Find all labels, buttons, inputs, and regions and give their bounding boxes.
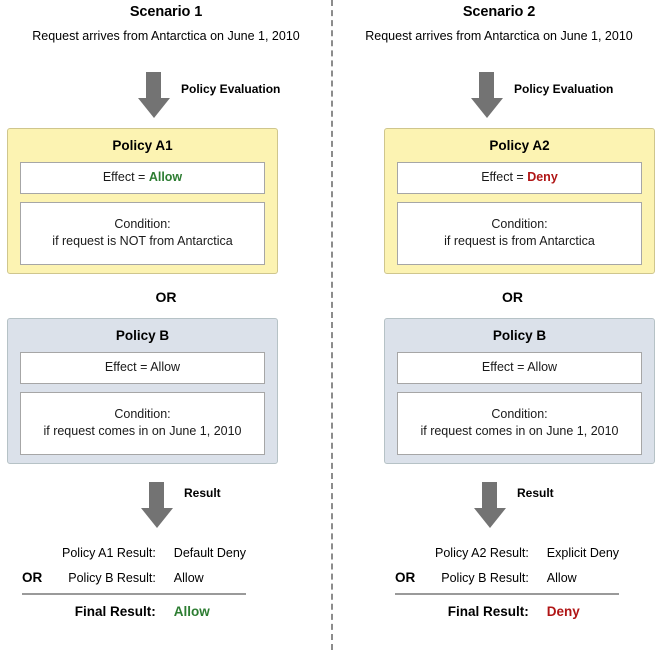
scenario-1-policy-b-title: Policy B [115, 328, 170, 343]
condition-title: Condition: [491, 217, 548, 231]
result-or-label: OR [395, 570, 416, 585]
final-result-value: Allow [173, 604, 210, 619]
scenario-2-result-table: Policy A2 Result: Explicit Deny OR Polic… [395, 540, 620, 619]
scenario-1-result-table: Policy A1 Result: Default Deny OR Policy… [22, 540, 247, 619]
effect-value: Allow [527, 360, 558, 374]
result-row-value: Default Deny [173, 545, 247, 560]
down-arrow-icon [131, 72, 177, 118]
effect-prefix: Effect = [481, 170, 528, 184]
scenario-2-or-separator: OR [502, 289, 523, 305]
condition-title: Condition: [491, 407, 548, 421]
effect-prefix: Effect = [104, 360, 151, 374]
scenario-1-result-arrow-label: Result [184, 486, 221, 500]
effect-value: Allow [148, 170, 183, 184]
condition-text: if request is NOT from Antarctica [52, 234, 233, 248]
scenario-2-subtitle: Request arrives from Antarctica on June … [365, 29, 633, 43]
scenario-1-result-arrow-block: Result [0, 482, 332, 530]
scenario-1-evaluation-arrow-block: Policy Evaluation [0, 72, 332, 120]
scenario-2-policy-a-box: Policy A2 Effect = Deny Condition: if re… [384, 128, 655, 274]
scenario-2-policy-b-effect: Effect = Allow [397, 352, 642, 384]
final-result-value: Deny [546, 604, 580, 619]
final-result-row: Final Result: Deny [395, 594, 619, 619]
scenario-1-policy-b-condition: Condition: if request comes in on June 1… [20, 392, 265, 455]
table-row: Policy A1 Result: Default Deny [22, 540, 246, 565]
condition-title: Condition: [114, 217, 171, 231]
down-arrow-icon [134, 482, 180, 528]
scenario-1-policy-a-title: Policy A1 [112, 138, 173, 153]
scenario-2-evaluation-arrow-block: Policy Evaluation [333, 72, 665, 120]
result-row-value: Explicit Deny [546, 545, 620, 560]
scenario-1-policy-a-effect: Effect = Allow [20, 162, 265, 194]
scenario-2-title: Scenario 2 [462, 4, 536, 20]
scenario-2-evaluation-arrow-label: Policy Evaluation [514, 82, 614, 96]
table-row: OR Policy B Result: Allow [395, 565, 619, 590]
final-result-label: Final Result: [74, 604, 156, 619]
scenario-1-policy-b-box: Policy B Effect = Allow Condition: if re… [7, 318, 278, 464]
result-row-label: Policy B Result: [441, 570, 529, 585]
result-row-value: Allow [546, 570, 577, 585]
scenario-2-policy-a-title: Policy A2 [489, 138, 550, 153]
effect-value: Allow [150, 360, 181, 374]
result-or-label: OR [22, 570, 43, 585]
scenario-1-policy-b-effect: Effect = Allow [20, 352, 265, 384]
condition-text: if request comes in on June 1, 2010 [420, 424, 619, 438]
scenario-2-policy-b-title: Policy B [492, 328, 547, 343]
scenario-1-subtitle: Request arrives from Antarctica on June … [32, 29, 300, 43]
scenario-2-policy-b-condition: Condition: if request comes in on June 1… [397, 392, 642, 455]
scenario-2-policy-a-condition: Condition: if request is from Antarctica [397, 202, 642, 265]
result-row-label: Policy A2 Result: [435, 545, 529, 560]
scenario-column-1: Scenario 1 Request arrives from Antarcti… [0, 0, 332, 650]
final-result-label: Final Result: [447, 604, 529, 619]
table-row: Policy A2 Result: Explicit Deny [395, 540, 619, 565]
scenario-divider [331, 0, 333, 650]
result-row-label: Policy A1 Result: [62, 545, 156, 560]
scenario-column-2: Scenario 2 Request arrives from Antarcti… [333, 0, 665, 650]
down-arrow-icon [467, 482, 513, 528]
condition-title: Condition: [114, 407, 171, 421]
effect-value: Deny [527, 170, 558, 184]
condition-text: if request is from Antarctica [444, 234, 595, 248]
effect-prefix: Effect = [481, 360, 528, 374]
result-row-value: Allow [173, 570, 204, 585]
scenario-2-policy-a-effect: Effect = Deny [397, 162, 642, 194]
scenario-1-policy-a-condition: Condition: if request is NOT from Antarc… [20, 202, 265, 265]
result-divider-rule [22, 590, 247, 595]
down-arrow-icon [464, 72, 510, 118]
effect-prefix: Effect = [102, 170, 149, 184]
scenario-2-result-arrow-label: Result [517, 486, 554, 500]
scenario-1-evaluation-arrow-label: Policy Evaluation [181, 82, 281, 96]
result-row-label: Policy B Result: [68, 570, 156, 585]
table-row: OR Policy B Result: Allow [22, 565, 246, 590]
scenario-1-policy-a-box: Policy A1 Effect = Allow Condition: if r… [7, 128, 278, 274]
scenario-2-result-arrow-block: Result [333, 482, 665, 530]
result-divider-rule [395, 590, 620, 595]
condition-text: if request comes in on June 1, 2010 [43, 424, 242, 438]
scenario-1-title: Scenario 1 [129, 4, 203, 20]
final-result-row: Final Result: Allow [22, 594, 246, 619]
scenario-1-or-separator: OR [155, 289, 177, 305]
scenario-2-policy-b-box: Policy B Effect = Allow Condition: if re… [384, 318, 655, 464]
